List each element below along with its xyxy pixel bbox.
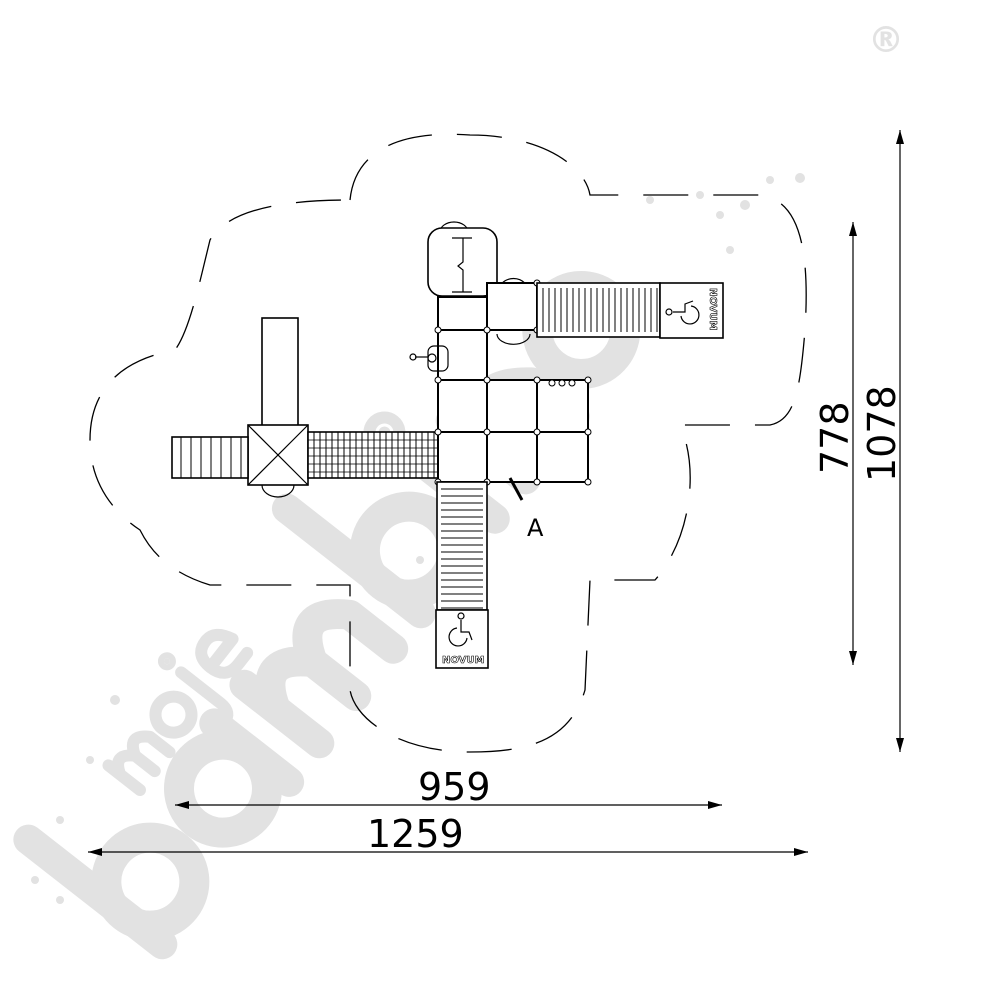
dimension-outer-depth: 1078 (860, 130, 904, 752)
steps (171, 436, 249, 479)
watermark-prefix-logo (102, 628, 254, 796)
platform-deck (437, 431, 488, 483)
platform-deck (536, 431, 589, 483)
post (483, 376, 491, 384)
post (584, 376, 592, 384)
wheelchair-icon (448, 612, 473, 647)
platform-deck (437, 329, 488, 381)
post (533, 478, 541, 486)
bridge (307, 431, 439, 479)
telescope (508, 477, 524, 501)
ramp-landing-top: NOVUM (659, 282, 724, 339)
dimension-inner-depth: 778 (813, 222, 857, 665)
dimension-label: 959 (418, 765, 491, 809)
platform-deck (536, 379, 589, 433)
dimension-inner-width: 959 (175, 765, 722, 809)
post (584, 428, 592, 436)
dimension-label: 1078 (860, 385, 904, 482)
post (434, 428, 442, 436)
platform-deck (486, 282, 538, 331)
zone-label: A (527, 514, 544, 542)
post (584, 478, 592, 486)
novum-brand-top: NOVUM (707, 288, 718, 330)
ramp-top (536, 282, 661, 338)
novum-brand-bottom: NOVUM (442, 655, 484, 666)
dimension-outer-width: 1259 (88, 812, 808, 856)
registered-mark: ® (868, 20, 904, 61)
platform-deck (486, 379, 538, 433)
steering-wheel-panel (409, 345, 449, 372)
dimension-label: 778 (813, 401, 857, 474)
wheelchair-icon (665, 300, 700, 325)
platform-deck (437, 379, 488, 433)
ramp-bottom (436, 481, 488, 611)
post (434, 376, 442, 384)
post (483, 326, 491, 334)
post (434, 326, 442, 334)
slide (261, 317, 299, 427)
platform-deck (486, 431, 538, 483)
tower-box (247, 424, 309, 498)
safety-zone-outline (89, 133, 807, 753)
post (533, 376, 541, 384)
post (483, 428, 491, 436)
post (533, 428, 541, 436)
dimension-label: 1259 (367, 812, 464, 856)
abacus-panel (548, 379, 576, 387)
window-arc-lower (496, 333, 531, 345)
ramp-landing-bottom: NOVUM (435, 609, 489, 669)
